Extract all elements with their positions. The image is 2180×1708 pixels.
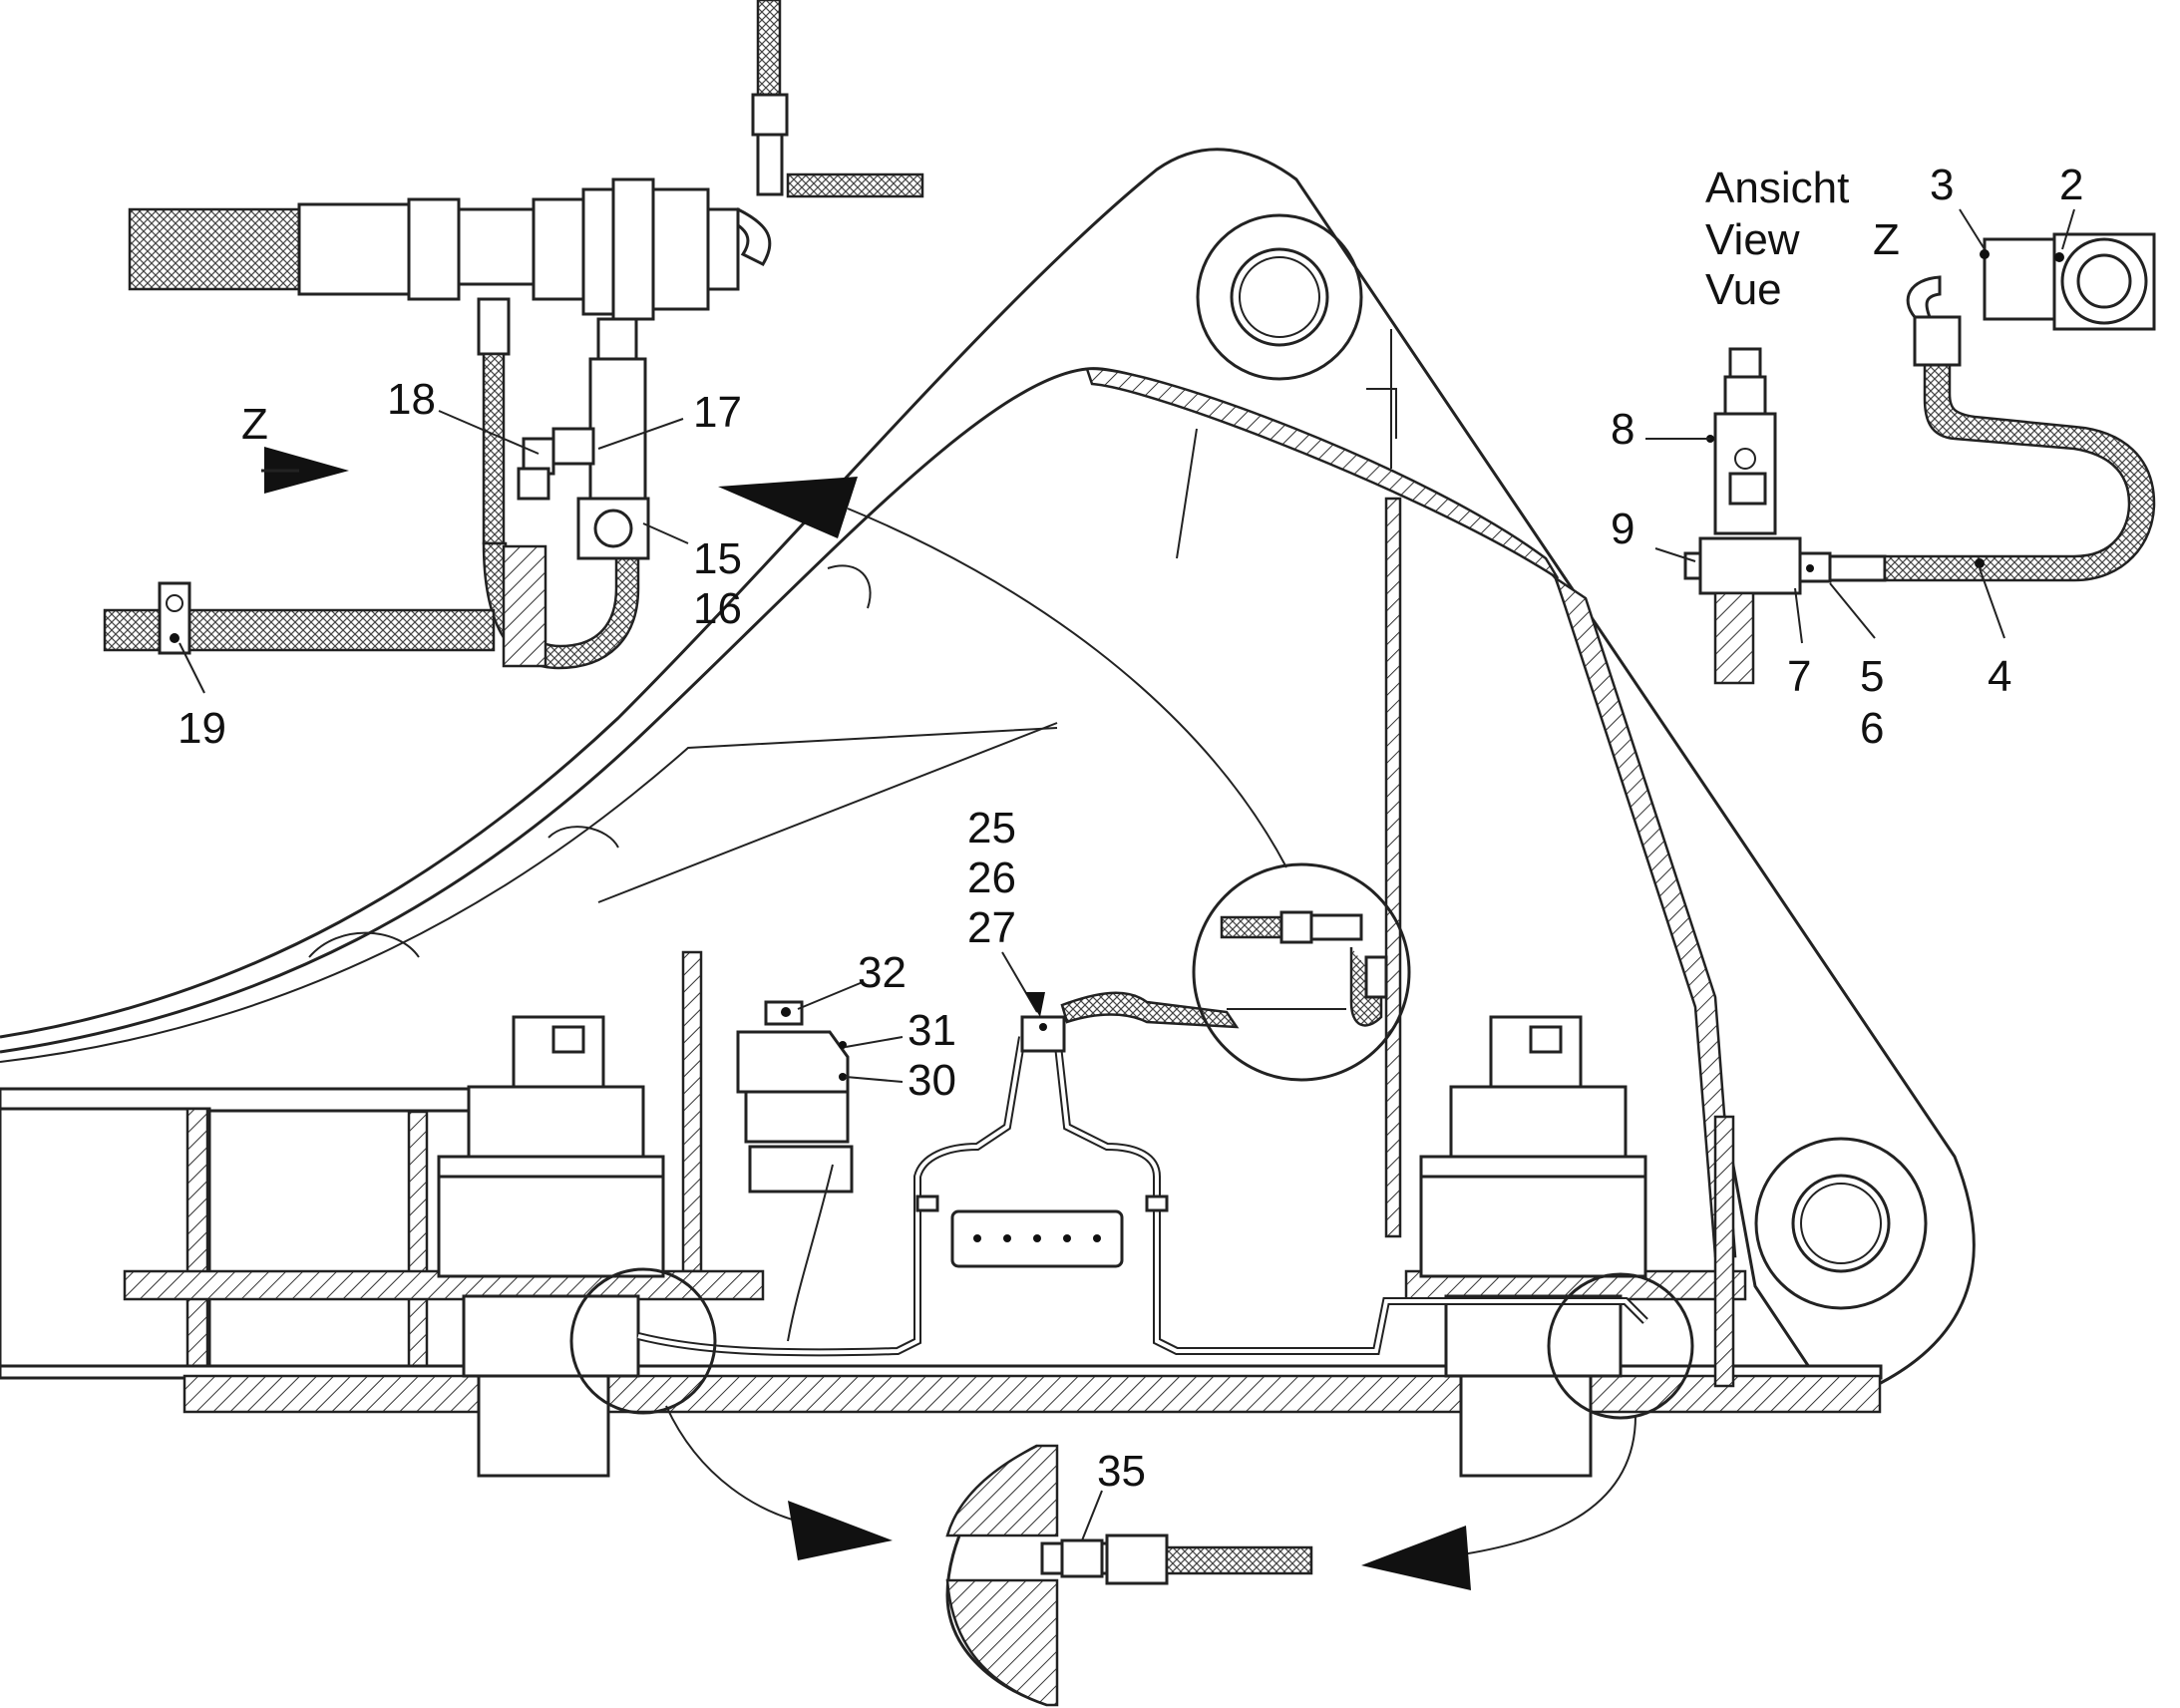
grease-lines — [637, 991, 1648, 1357]
detail-arrows — [261, 447, 1636, 1590]
callout-31: 31 — [908, 1006, 956, 1055]
view-caption-view: View — [1705, 215, 1800, 264]
callout-4: 4 — [1988, 652, 2011, 701]
detail-top-left — [103, 0, 924, 670]
callout-3: 3 — [1930, 161, 1954, 209]
leader-lines — [179, 208, 2075, 1541]
detail-circle-left — [569, 1267, 717, 1415]
callout-7: 7 — [1787, 652, 1811, 701]
callout-5: 5 — [1860, 652, 1884, 701]
callout-8: 8 — [1611, 405, 1635, 454]
callout-17: 17 — [693, 388, 742, 437]
callout-9: 9 — [1611, 505, 1635, 553]
grease-container — [736, 1000, 854, 1342]
detail-circle-upper — [1192, 862, 1411, 1082]
swing-drive-left — [437, 1015, 665, 1478]
view-caption-vue: Vue — [1705, 265, 1782, 314]
view-z-detail — [1683, 232, 2156, 685]
callout-35: 35 — [1097, 1447, 1146, 1496]
callout-25: 25 — [967, 804, 1016, 853]
callout-26: 26 — [967, 854, 1016, 902]
callout-30: 30 — [908, 1056, 956, 1105]
callout-18: 18 — [387, 375, 436, 424]
callout-6: 6 — [1860, 704, 1884, 753]
callout-27: 27 — [967, 903, 1016, 952]
view-caption-letter: Z — [1873, 215, 1900, 264]
view-caption-ansicht: Ansicht — [1705, 164, 1849, 212]
z-marker: Z — [241, 400, 268, 449]
callout-15: 15 — [693, 534, 742, 583]
detail-circle-right — [1547, 1272, 1694, 1420]
callout-19: 19 — [178, 704, 226, 753]
callout-2: 2 — [2059, 161, 2083, 209]
detail-bottom — [945, 1444, 1313, 1707]
swing-drive-right — [1419, 1015, 1647, 1478]
callout-32: 32 — [858, 948, 907, 997]
callout-labels: Ansicht View Vue Z Z 2 3 4 5 6 7 8 9 15 … — [178, 161, 2083, 1496]
callout-16: 16 — [693, 584, 742, 633]
